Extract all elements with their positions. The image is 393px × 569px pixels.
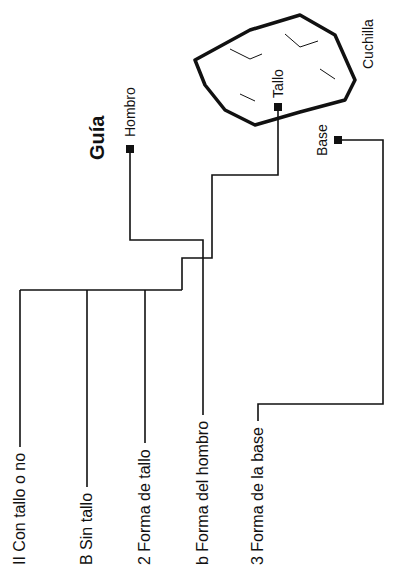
hombro-marker — [126, 145, 134, 153]
part-name: Base — [313, 124, 331, 156]
part-name: Tallo — [269, 69, 287, 98]
base-leader — [258, 140, 383, 421]
arrowhead-outline — [195, 15, 355, 125]
key-entry: B Sin tallo — [77, 493, 97, 565]
point-markers — [126, 103, 342, 153]
leader-line — [144, 290, 146, 443]
arrowhead-illustration — [195, 15, 355, 125]
flake-scars — [230, 34, 335, 101]
key-entry: b Forma del hombro — [193, 421, 213, 565]
leader-line — [19, 290, 21, 447]
leader-line — [86, 290, 88, 487]
base-marker — [334, 136, 342, 144]
key-entry: II Con tallo o no — [10, 453, 30, 565]
part-name: Cuchilla — [359, 19, 377, 69]
tallo-leader — [182, 107, 278, 290]
guide-title: Guía — [85, 116, 109, 160]
bracket-bar — [20, 289, 182, 291]
key-entry: 3 Forma de la base — [248, 427, 268, 565]
tallo-marker — [274, 103, 282, 111]
hombro-leader — [130, 149, 203, 415]
part-name: Hombro — [121, 87, 139, 137]
key-entry: 2 Forma de tallo — [135, 449, 155, 565]
